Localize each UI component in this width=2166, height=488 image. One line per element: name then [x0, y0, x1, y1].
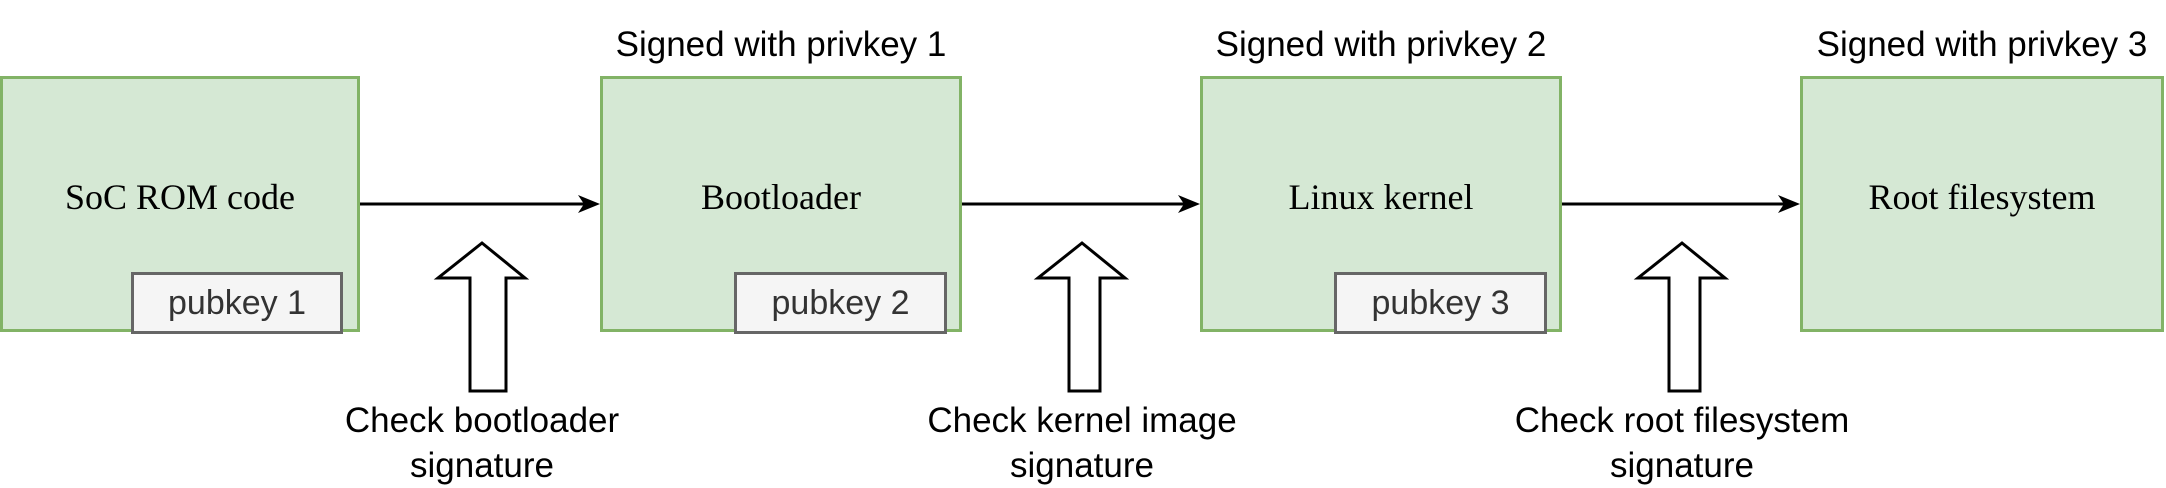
check-label-line: Check root filesystem	[1514, 401, 1850, 440]
stage-label: Root filesystem	[1868, 177, 2096, 217]
arrow-kernel-to-rootfs	[1562, 195, 1800, 213]
stage-linux-kernel: Linux kernel pubkey 3	[1200, 76, 1562, 334]
check-arrow-up-icon	[1633, 241, 1730, 393]
check-label-line: signature	[1610, 446, 1754, 485]
signed-with-label: Signed with privkey 3	[1816, 25, 2148, 64]
stage-label: SoC ROM code	[64, 177, 295, 217]
check-arrow-up-icon	[1033, 241, 1130, 393]
check-label-line: signature	[1010, 446, 1154, 485]
arrow-rom-to-bootloader	[360, 195, 600, 213]
check-label-line: Check bootloader	[344, 401, 620, 440]
check-label-line: signature	[410, 446, 554, 485]
check-label-line: Check kernel image	[927, 401, 1237, 440]
check-label-bootloader: Check bootloader signature	[302, 398, 662, 488]
check-arrow-up-icon	[433, 241, 530, 393]
pubkey-box: pubkey 3	[1334, 272, 1547, 334]
stage-label: Linux kernel	[1288, 177, 1474, 217]
stage-root-filesystem: Root filesystem	[1800, 76, 2164, 332]
stage-soc-rom-code: SoC ROM code pubkey 1	[0, 76, 360, 334]
stage-label: Bootloader	[701, 177, 861, 217]
check-label-rootfs: Check root filesystem signature	[1482, 398, 1882, 488]
signed-with-label: Signed with privkey 2	[1215, 25, 1547, 64]
check-label-kernel: Check kernel image signature	[902, 398, 1262, 488]
pubkey-box: pubkey 1	[131, 272, 343, 334]
arrow-bootloader-to-kernel	[962, 195, 1200, 213]
stage-bootloader: Bootloader pubkey 2	[600, 76, 962, 334]
pubkey-box: pubkey 2	[734, 272, 947, 334]
signed-with-label: Signed with privkey 1	[615, 25, 947, 64]
